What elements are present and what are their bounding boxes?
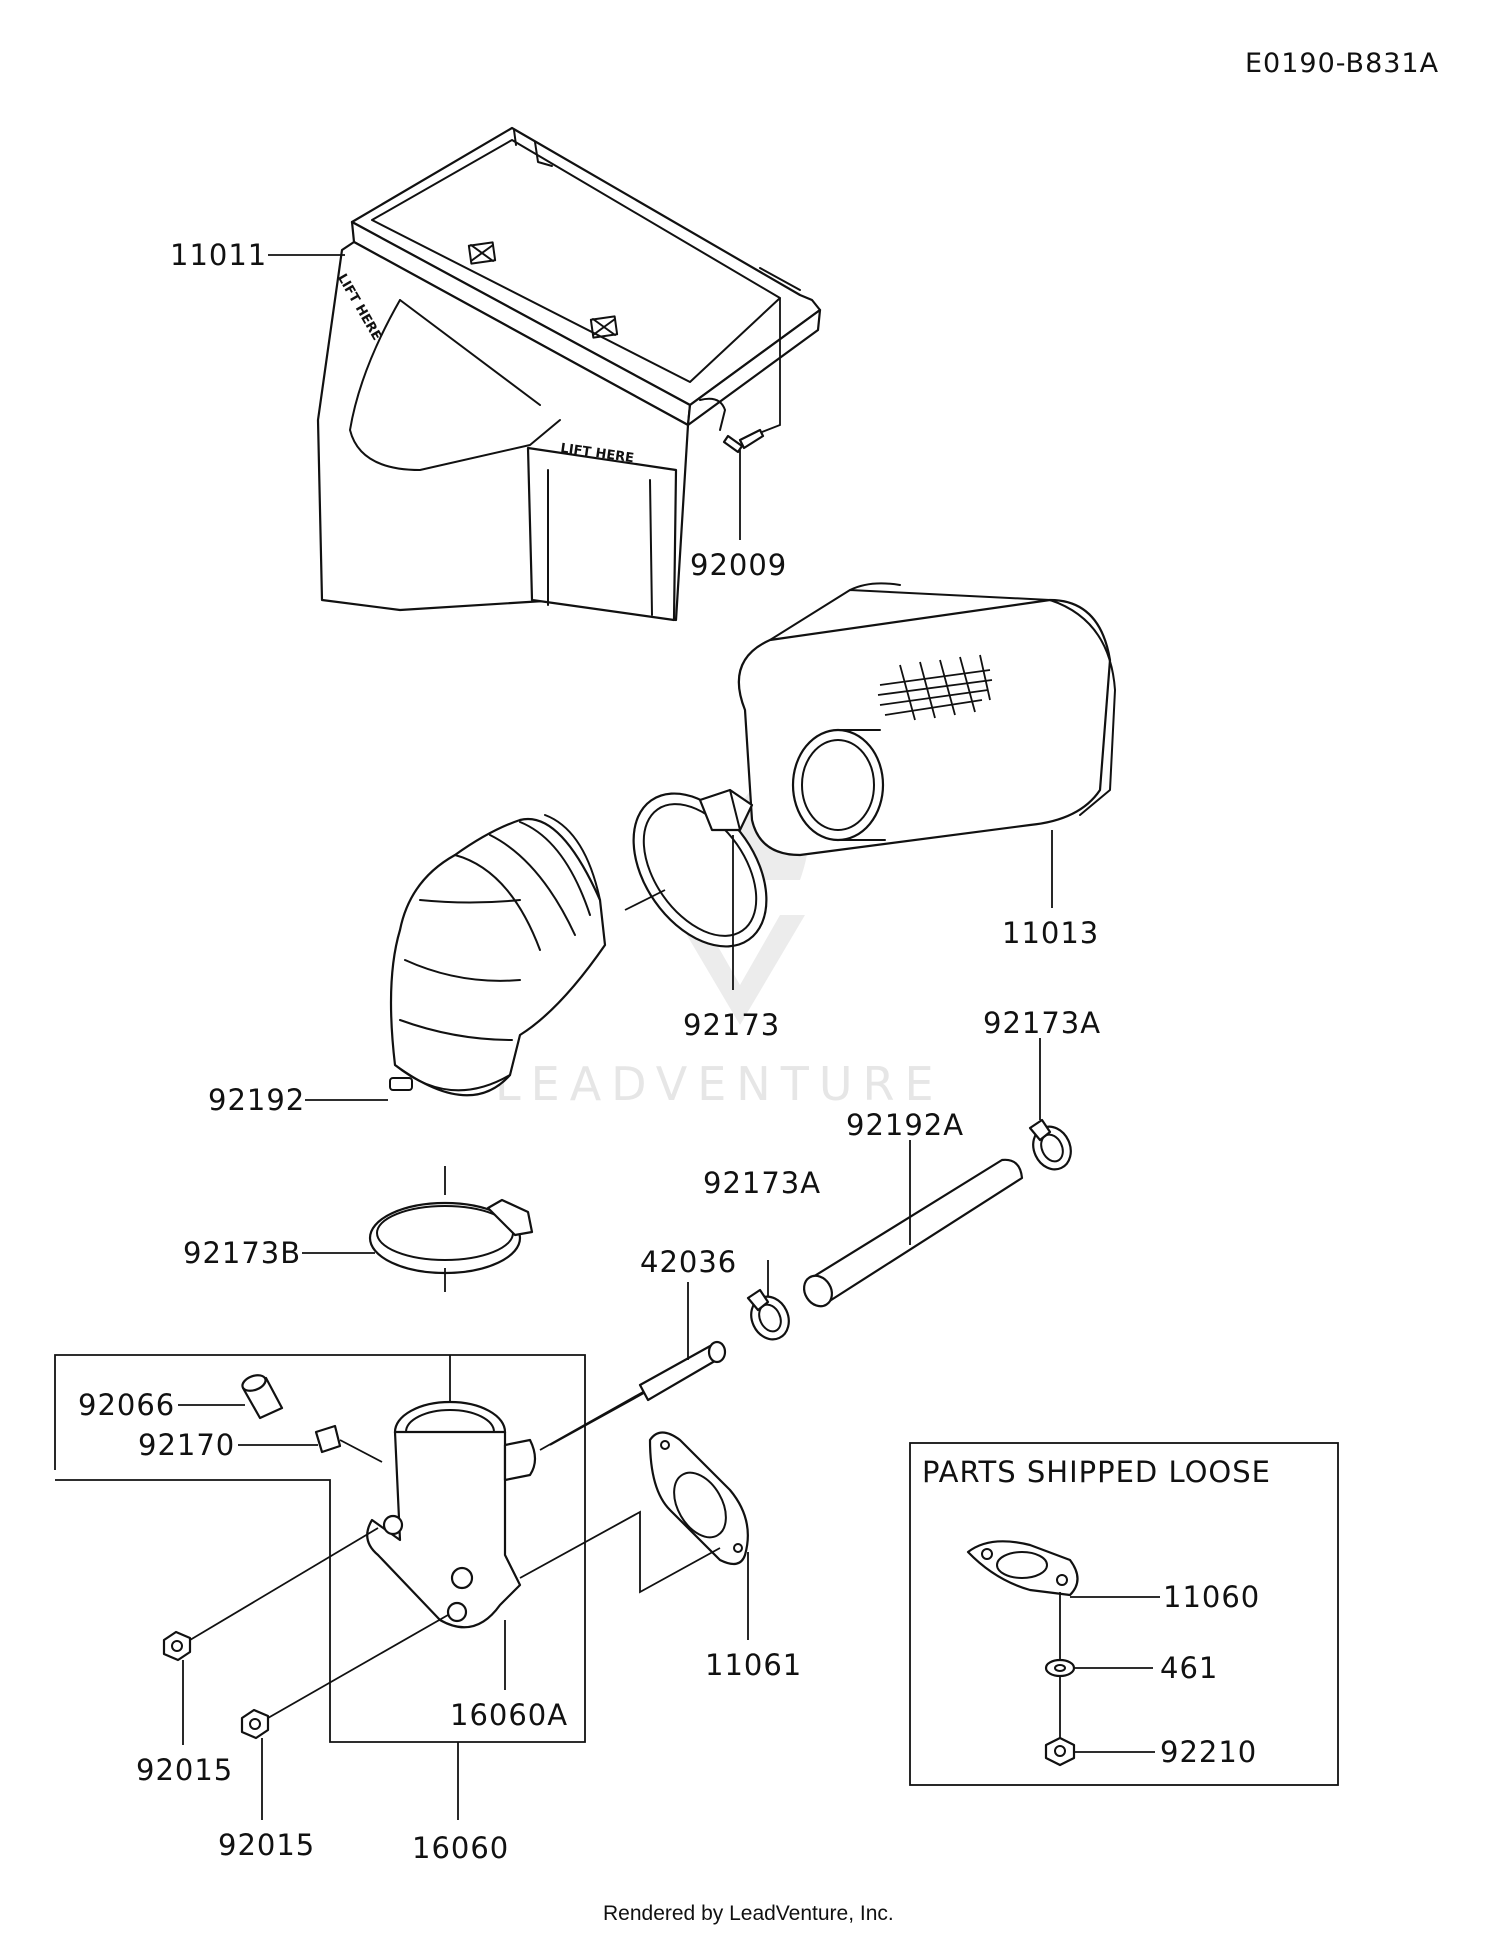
part-elbow-hose <box>389 814 607 1097</box>
part-hose-92192a <box>802 1158 1024 1308</box>
leader-lines <box>178 254 1160 1820</box>
callout-42036: 42036 <box>640 1245 737 1279</box>
part-plug-92066 <box>241 1374 284 1420</box>
callout-92210: 92210 <box>1160 1735 1257 1769</box>
loose-box-title: PARTS SHIPPED LOOSE <box>922 1455 1271 1489</box>
filter-mesh <box>877 654 993 721</box>
callout-92009: 92009 <box>690 548 787 582</box>
diagram-code: E0190-B831A <box>1245 48 1439 79</box>
part-clamp-92173b <box>368 1166 534 1292</box>
part-gasket-11061 <box>519 1431 749 1594</box>
callout-16060a: 16060A <box>450 1698 568 1732</box>
callout-92173a-upper: 92173A <box>983 1006 1101 1040</box>
callout-92192: 92192 <box>208 1083 305 1117</box>
callout-92066: 92066 <box>78 1388 175 1422</box>
part-manifold <box>366 1355 644 1629</box>
callout-92173b: 92173B <box>183 1236 301 1270</box>
part-clamp-92173a-upper <box>1028 1118 1072 1171</box>
part-air-filter <box>737 582 1116 857</box>
part-clip-92170 <box>314 1424 383 1463</box>
callout-461: 461 <box>1160 1651 1218 1685</box>
callout-92015-b: 92015 <box>218 1828 315 1862</box>
callout-92170: 92170 <box>138 1428 235 1462</box>
callout-92173: 92173 <box>683 1008 780 1042</box>
callout-11061: 11061 <box>705 1648 802 1682</box>
callout-labels: 11011 92009 11013 92173 92173A 92192 921… <box>78 238 1260 1865</box>
callout-11011: 11011 <box>170 238 267 272</box>
callout-11060: 11060 <box>1163 1580 1260 1614</box>
callout-16060: 16060 <box>412 1831 509 1865</box>
callout-92192a: 92192A <box>846 1108 964 1142</box>
footer-credit: Rendered by LeadVenture, Inc. <box>603 1902 894 1925</box>
part-screw-92009 <box>722 298 781 454</box>
callout-92173a-lower: 92173A <box>703 1166 821 1200</box>
part-nut-92015-b <box>240 1614 449 1740</box>
assembly-bracket <box>54 1354 586 1743</box>
callout-11013: 11013 <box>1002 916 1099 950</box>
part-air-cleaner-cover: LIFT HERE LIFT HERE <box>316 126 822 622</box>
callout-92015-a: 92015 <box>136 1753 233 1787</box>
part-clamp-92173a-lower <box>746 1288 790 1341</box>
part-nut-92015-a <box>162 1527 379 1662</box>
watermark-text: LEADVENTURE <box>495 1057 944 1111</box>
loose-parts-box: PARTS SHIPPED LOOSE <box>909 1442 1339 1786</box>
lid-mark <box>467 241 619 339</box>
